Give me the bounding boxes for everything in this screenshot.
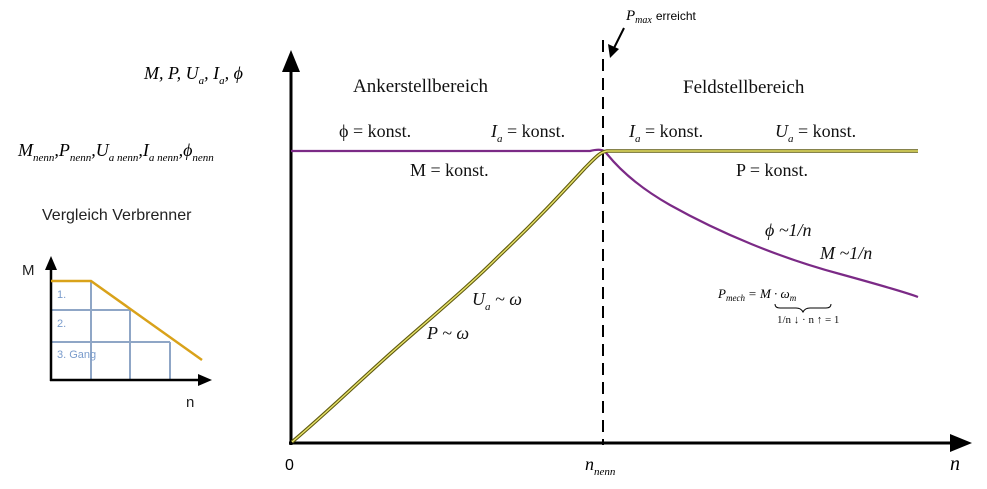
region-feld: Feldstellbereich (683, 77, 805, 98)
ia-const-right-label: Ia = konst. (628, 121, 703, 145)
inset-grid (51, 282, 171, 380)
n-nenn-label: nnenn (585, 454, 616, 478)
power-voltage-curve (290, 149, 918, 444)
x-axis-label: n (950, 453, 960, 475)
rated-values-label: Mnenn,Pnenn,Ua nenn,Ia nenn,ϕnenn (17, 140, 214, 164)
p-const-label: P = konst. (736, 160, 808, 180)
y-axis-arrowhead (282, 50, 300, 72)
region-anker: Ankerstellbereich (353, 76, 489, 97)
pmax-arrowhead (608, 44, 619, 58)
pmech-formula: Pmech= M · ωm (717, 286, 797, 303)
power-voltage-curve-highlight (291, 150, 918, 443)
inset-torque-curve (51, 279, 203, 362)
inset-y-label: M (22, 262, 35, 279)
torque-flux-curve (291, 148, 919, 299)
inset-gear-1: 1. (57, 289, 66, 301)
inset-x-arrowhead (198, 374, 212, 386)
ua-omega-label: Ua ~ ω (472, 289, 522, 313)
ua-const-label: Ua = konst. (775, 121, 856, 145)
inset-x-label: n (186, 394, 194, 411)
inset-combustion-comparison: Vergleich Verbrenner M n 1. 2. 3. Gang (22, 207, 212, 411)
y-axis-label: M, P, Ua, Ia, ϕ (143, 63, 243, 87)
inset-gear-2: 2. (57, 318, 66, 330)
inset-y-arrowhead (45, 256, 57, 270)
p-omega-label: P ~ ω (426, 323, 469, 343)
x-axis-arrowhead (950, 434, 972, 452)
inset-gear-3: 3. Gang (57, 349, 96, 361)
pmech-underbrace (774, 303, 832, 314)
ia-const-left-label: Ia = konst. (490, 121, 565, 145)
phi-1n-label: ϕ ~1/n (765, 220, 812, 240)
pmax-arrow (613, 27, 625, 49)
m-const-label: M = konst. (410, 160, 489, 180)
x-origin-label: 0 (285, 457, 294, 474)
phi-const-label: ϕ = konst. (339, 121, 411, 141)
inset-title: Vergleich Verbrenner (42, 207, 192, 224)
pmech-underbrace-text: 1/n ↓ · n ↑ = 1 (777, 314, 839, 326)
m-1n-label: M ~1/n (819, 243, 872, 263)
